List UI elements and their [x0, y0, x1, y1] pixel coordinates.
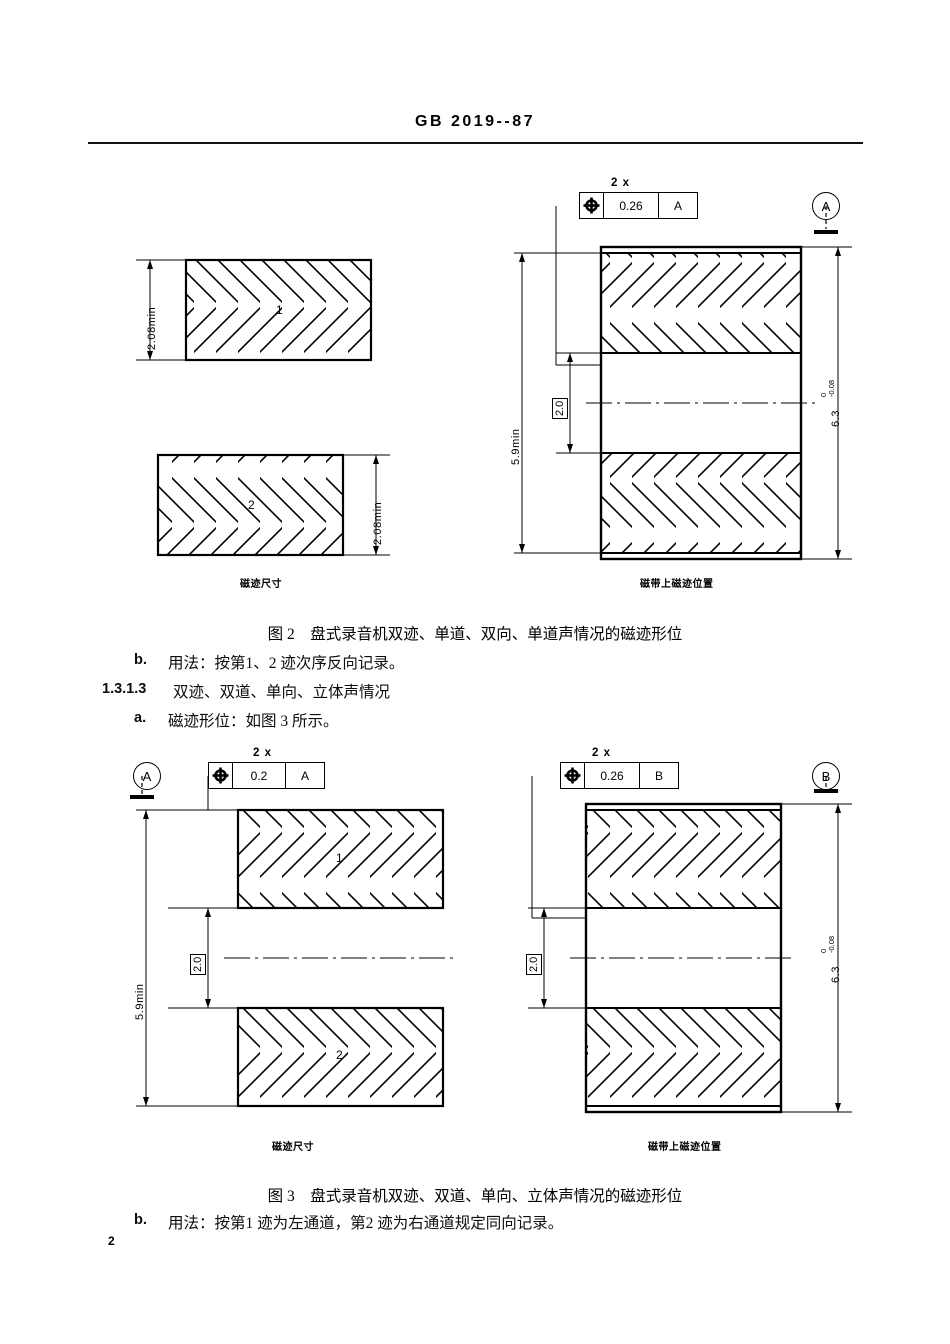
figure3-left-fcf-datum: A: [300, 768, 309, 783]
list-label-b-1: b.: [134, 652, 147, 668]
figure2-left-track2-dimension: 2.08min: [372, 501, 384, 545]
figure3-left-dim-total: 5.9min: [134, 983, 146, 1020]
figure3-right-panel: 2.0 6.3 0 -0.08: [500, 775, 870, 1135]
figure2-fcf-datum: A: [673, 198, 682, 213]
figure3-left-drawing: [130, 776, 458, 1108]
list-label-b-2: b.: [134, 1212, 147, 1228]
figure3-right-tape-tolerance: 0 -0.08: [819, 935, 836, 953]
figure3-right-dim-tape-width: 6.3: [830, 965, 842, 983]
page-number: 2: [108, 1234, 115, 1248]
header-rule: [88, 142, 863, 144]
figure3-right-caption: 磁带上磁迹位置: [648, 1142, 722, 1153]
position-symbol: [561, 763, 585, 788]
figure3-right-drawing: [528, 776, 852, 1114]
figure2-left-caption: 磁迹尺寸: [240, 579, 282, 590]
figure2-left-drawing: [136, 258, 390, 557]
list-label-a: a.: [134, 710, 147, 726]
list-text-b-2: 用法：按第1 迹为左通道，第2 迹为右通道规定同向记录。: [168, 1215, 564, 1232]
position-symbol: [209, 763, 233, 788]
figure3-right-feature-control-frame: 0.26 B: [560, 762, 679, 789]
position-symbol: [580, 193, 604, 218]
tape-tol-lower: -0.08: [826, 935, 836, 953]
figure2-right-drawing: [514, 206, 852, 561]
figure2-left-track2-number: 2: [248, 498, 255, 512]
figure2-right-panel: 5.9min 2.0 6.3 0 -0.08: [500, 205, 870, 585]
page-header-standard-code: GB 2019--87: [415, 113, 535, 130]
tape-tol-lower: -0.08: [826, 379, 836, 397]
figure3-left-fcf-tolerance: 0.2: [233, 763, 286, 788]
figure2-right-dim-gap: 2.0: [552, 397, 568, 419]
figure3-right-dim-gap: 2.0: [526, 953, 542, 975]
figure2-fcf-count: 2 x: [611, 177, 630, 189]
figure2-right-dim-total: 5.9min: [510, 428, 522, 465]
figure3-right-fcf-tolerance: 0.26: [585, 763, 640, 788]
list-text-a: 磁迹形位：如图 3 所示。: [168, 713, 339, 730]
figure2-right-caption: 磁带上磁迹位置: [640, 579, 714, 590]
clause-title: 双迹、双道、单向、立体声情况: [173, 684, 391, 701]
figure3-caption: 图 3 盘式录音机双迹、双道、单向、立体声情况的磁迹形位: [267, 1188, 683, 1205]
figure2-left-track1-number: 1: [276, 303, 283, 317]
figure3-left-feature-control-frame: 0.2 A: [208, 762, 325, 789]
figure3-left-dim-gap: 2.0: [190, 953, 206, 975]
figure3-right-fcf-count: 2 x: [592, 747, 611, 759]
figure3-left-caption: 磁迹尺寸: [272, 1142, 314, 1153]
figure2-right-tape-tolerance: 0 -0.08: [819, 379, 836, 397]
figure3-left-track1-number: 1: [336, 851, 343, 865]
figure3-left-fcf-count: 2 x: [253, 747, 272, 759]
clause-number: 1.3.1.3: [102, 681, 147, 697]
figure2-feature-control-frame: 0.26 A: [579, 192, 698, 219]
figure2-left-panel: 1 2 2.08min 2.08min: [128, 250, 418, 580]
figure3-right-fcf-datum: B: [654, 768, 663, 783]
figure3-left-panel: 1 2 5.9min 2.0: [128, 775, 468, 1135]
figure3-left-track2-number: 2: [336, 1048, 343, 1062]
figure2-caption: 图 2 盘式录音机双迹、单道、双向、单道声情况的磁迹形位: [267, 626, 683, 643]
figure2-left-track1-dimension: 2.08min: [146, 306, 158, 350]
figure2-fcf-tolerance: 0.26: [604, 193, 659, 218]
figure2-right-dim-tape-width: 6.3: [830, 409, 842, 427]
figure3-left-datum-bubble-a: A: [133, 762, 161, 790]
list-text-b-1: 用法：按第1、2 迹次序反向记录。: [168, 655, 405, 672]
